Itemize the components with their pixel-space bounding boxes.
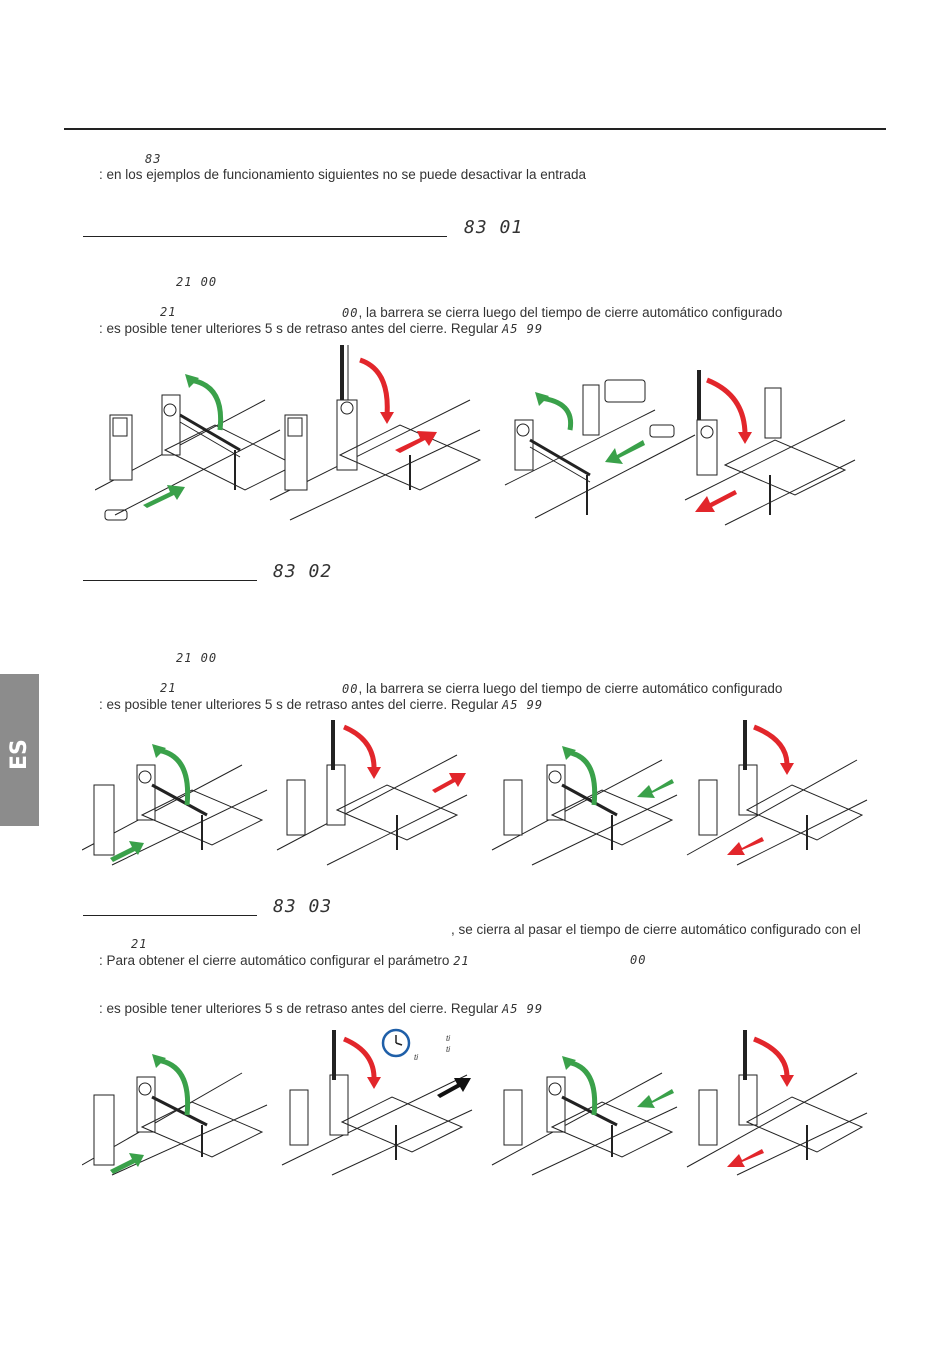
scene2-barrier-up-icon: [269, 345, 482, 521]
black-arrow-icon: [437, 1078, 471, 1098]
section3-rule: [83, 915, 257, 916]
section3-line3: : es posible tener ulteriores 5 s de ret…: [99, 1001, 543, 1016]
scene3-barrier-open-icon: [491, 1072, 678, 1176]
green-arrow-icon: [110, 1153, 144, 1174]
red-curved-arrow-icon: [706, 377, 748, 436]
green-arrow-icon: [605, 440, 645, 464]
scene1-barrier-open-icon: [82, 764, 268, 866]
green-arrow-icon: [143, 485, 185, 508]
scene2-barrier-up-icon: [281, 1030, 473, 1176]
scene1-barrier-open-icon: [82, 1072, 268, 1176]
red-curved-arrow-icon: [753, 724, 790, 766]
section1-line2-text: : es posible tener ulteriores 5 s de ret…: [99, 321, 499, 336]
language-tab[interactable]: ES: [0, 674, 39, 826]
language-tab-label: ES: [7, 739, 32, 770]
scene2-barrier-up-icon: [276, 720, 468, 866]
section2-illustration: [82, 720, 868, 866]
section1-code: 83 01: [464, 217, 524, 238]
red-arrow-icon: [727, 1149, 764, 1167]
scene1-barrier-open-icon: [95, 394, 297, 521]
section1-param-b: 21: [160, 305, 177, 319]
section2-code: 83 02: [273, 561, 333, 582]
red-arrow-icon: [432, 773, 466, 793]
intro-text: : en los ejemplos de funcionamiento sigu…: [99, 167, 587, 182]
red-arrow-icon: [395, 431, 437, 453]
green-curved-arrow-icon: [539, 395, 574, 431]
section3-line2-text: : Para obtener el cierre automático conf…: [99, 953, 450, 968]
header-code: 83: [145, 152, 162, 166]
section2-rule: [83, 580, 257, 581]
section2-line2: : es posible tener ulteriores 5 s de ret…: [99, 697, 543, 712]
top-rule: [64, 128, 886, 130]
scene4-barrier-up-icon: [686, 720, 868, 866]
section3-line1: , se cierra al pasar el tiempo de cierre…: [451, 922, 861, 937]
green-arrow-icon: [110, 841, 144, 862]
green-arrow-icon: [637, 1089, 674, 1108]
section2-line1-text: , la barrera se cierra luego del tiempo …: [358, 681, 783, 696]
timer-label-2: ti: [446, 1045, 450, 1054]
section3-line2-code: 21: [453, 954, 470, 968]
section2-line1: 00, la barrera se cierra luego del tiemp…: [342, 681, 782, 696]
scene4-barrier-up-icon: [684, 370, 856, 526]
section1-line1-text: , la barrera se cierra luego del tiempo …: [358, 305, 783, 320]
scene3-barrier-open-icon: [504, 379, 696, 519]
timer-label-1: ti: [446, 1034, 450, 1043]
red-arrow-icon: [727, 837, 764, 855]
red-curved-arrow-icon: [342, 724, 377, 771]
section1-param-c: 00: [342, 306, 359, 320]
green-arrow-icon: [637, 779, 674, 798]
section3-code: 83 03: [273, 896, 333, 917]
red-arrow-icon: [695, 490, 737, 512]
section2-param-a: 21 00: [176, 651, 218, 665]
section3-line3-code: A5 99: [501, 1002, 544, 1016]
green-curved-arrow-icon: [566, 749, 598, 806]
green-curved-arrow-icon: [156, 747, 191, 806]
section1-param-a: 21 00: [176, 275, 218, 289]
green-curved-arrow-icon: [189, 377, 224, 431]
section3-line2: : Para obtener el cierre automático conf…: [99, 953, 470, 968]
timer-label-3: ti: [414, 1053, 418, 1062]
section1-rule: [83, 236, 447, 237]
red-curved-arrow-icon: [342, 1036, 377, 1081]
scene3-barrier-open-icon: [491, 759, 678, 866]
section1-illustration: [95, 345, 856, 526]
section3-param-b: 21: [131, 937, 148, 951]
section2-param-c: 00: [342, 682, 359, 696]
section2-line2-text: : es posible tener ulteriores 5 s de ret…: [99, 697, 499, 712]
section1-line2-code: A5 99: [501, 322, 544, 336]
timer-icon: [381, 1028, 411, 1058]
section2-param-b: 21: [160, 681, 177, 695]
red-curved-arrow-icon: [753, 1036, 790, 1078]
scene4-barrier-up-icon: [686, 1030, 868, 1176]
section3-line3-text: : es posible tener ulteriores 5 s de ret…: [99, 1001, 499, 1016]
section2-line2-code: A5 99: [501, 698, 544, 712]
section1-line2: : es posible tener ulteriores 5 s de ret…: [99, 321, 543, 336]
section3-illustration: [82, 1028, 868, 1176]
red-curved-arrow-icon: [359, 357, 390, 416]
section3-line2-code2: 00: [630, 953, 647, 967]
section1-line1: 00, la barrera se cierra luego del tiemp…: [342, 305, 782, 320]
green-curved-arrow-icon: [156, 1057, 191, 1116]
